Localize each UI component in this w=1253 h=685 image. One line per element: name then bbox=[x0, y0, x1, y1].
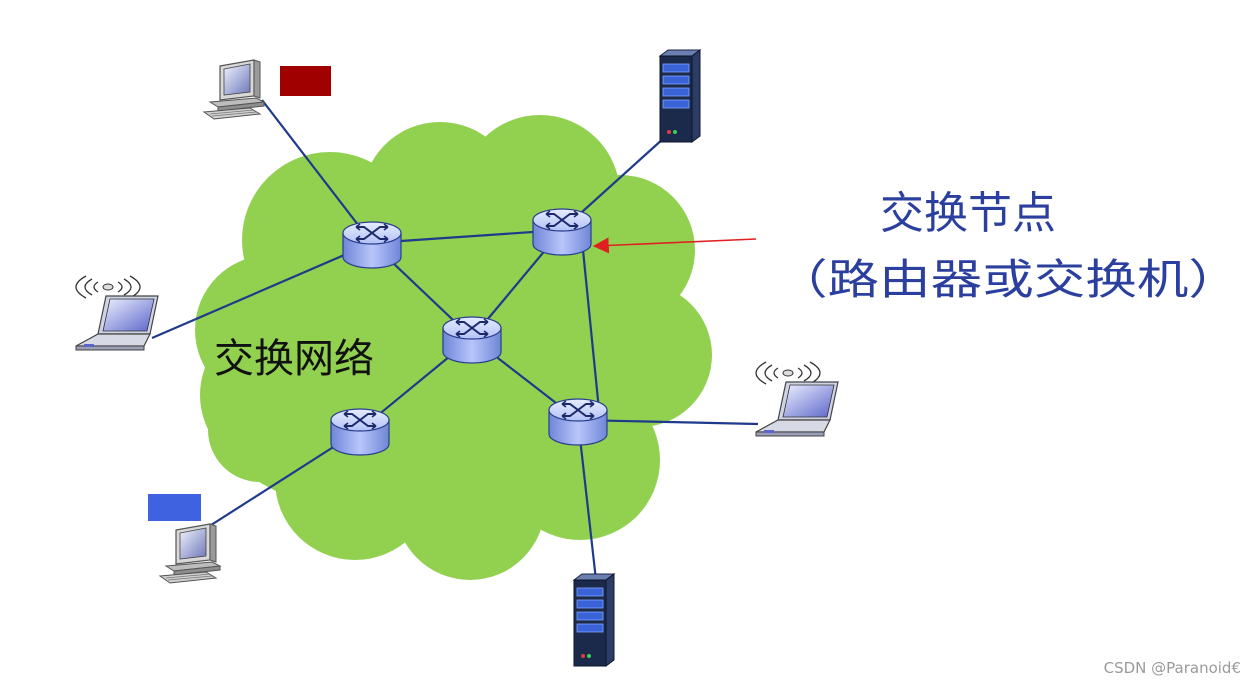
link-laptop-left-router-a bbox=[151, 241, 373, 340]
server-bottom bbox=[573, 573, 615, 667]
link-router-e-laptop-right bbox=[577, 418, 759, 426]
link-pc-top-router-a bbox=[261, 99, 373, 244]
host-tag-blue bbox=[148, 494, 201, 521]
router-icon bbox=[330, 408, 390, 456]
server-icon bbox=[573, 573, 615, 667]
watermark: CSDN @Paranoid€ bbox=[1103, 659, 1241, 677]
server-top bbox=[659, 49, 701, 143]
host-tag-red bbox=[280, 66, 331, 96]
router-a bbox=[342, 221, 402, 269]
callout-subtitle: （路由器或交换机） bbox=[776, 255, 1240, 304]
link-router-a-router-b bbox=[371, 228, 563, 245]
router-icon bbox=[548, 398, 608, 446]
laptop-right bbox=[755, 361, 839, 437]
callout-title: 交换节点 bbox=[880, 188, 1056, 239]
callout-arrow bbox=[592, 237, 757, 254]
desktop-pc-bottom bbox=[159, 523, 221, 584]
link-router-b-router-e bbox=[580, 239, 602, 421]
router-d bbox=[330, 408, 390, 456]
link-router-e-server-bottom bbox=[576, 419, 598, 581]
router-icon bbox=[442, 316, 502, 364]
router-icon bbox=[532, 208, 592, 256]
desktop-pc-icon bbox=[159, 523, 221, 584]
router-b bbox=[532, 208, 592, 256]
router-e bbox=[548, 398, 608, 446]
router-c bbox=[442, 316, 502, 364]
laptop-wireless-icon bbox=[755, 361, 839, 437]
server-icon bbox=[659, 49, 701, 143]
desktop-pc-icon bbox=[203, 59, 265, 120]
desktop-pc-top bbox=[203, 59, 265, 120]
network-label: 交换网络 bbox=[214, 336, 374, 382]
laptop-left bbox=[75, 275, 159, 351]
switching-network-cloud bbox=[195, 115, 712, 580]
laptop-wireless-icon bbox=[75, 275, 159, 351]
router-icon bbox=[342, 221, 402, 269]
